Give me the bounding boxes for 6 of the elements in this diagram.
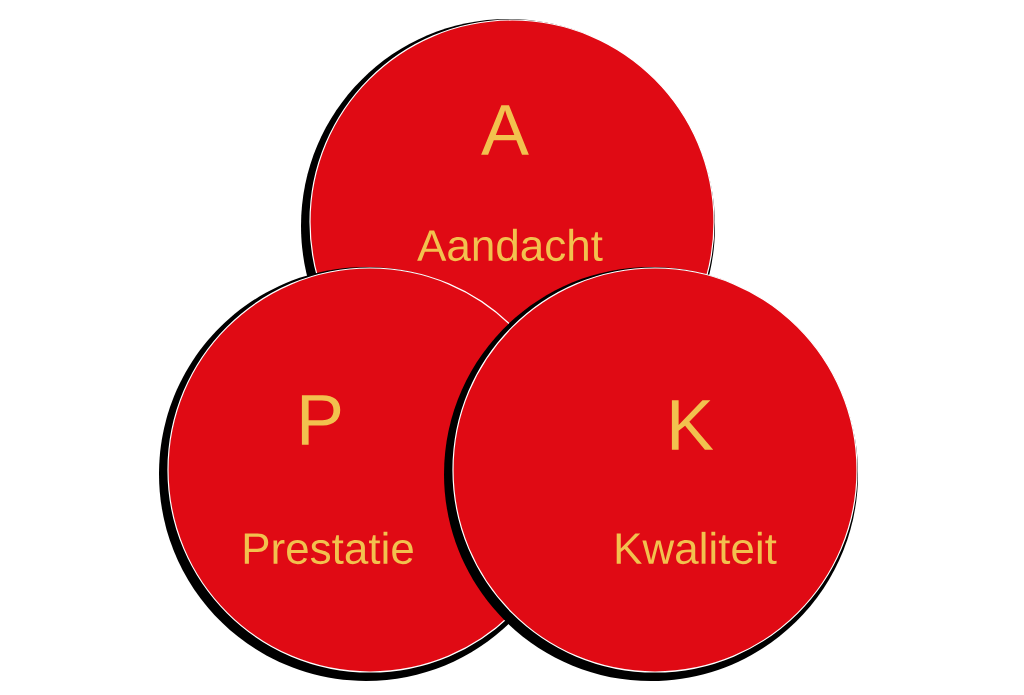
circle-label: Aandacht [417,228,603,262]
circle-label: Prestatie [244,531,413,565]
circle-letter: A [481,105,529,155]
circle-letter: P [301,395,341,445]
circle-letter: K [671,400,714,450]
circle-label: Kwaliteit [616,531,777,565]
